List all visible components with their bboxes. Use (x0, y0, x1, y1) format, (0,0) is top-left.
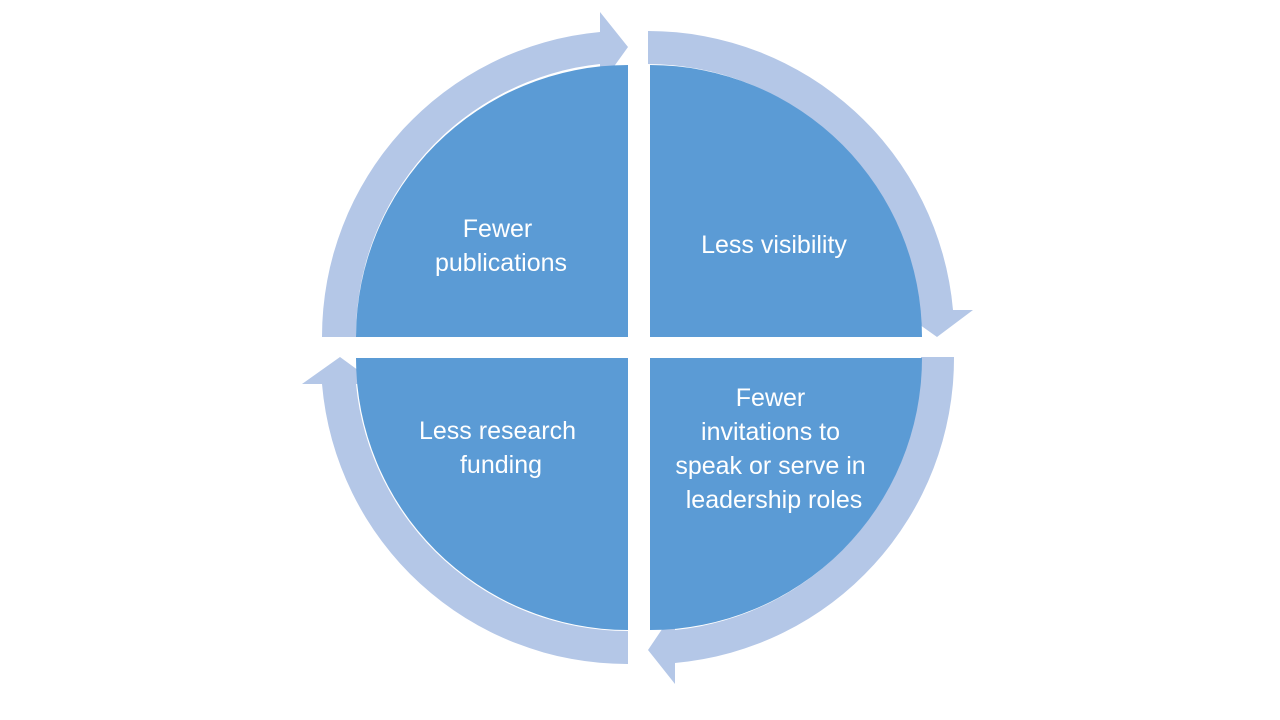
label-bottom-right-line-3: speak or serve in (675, 452, 865, 480)
label-bottom-left-line-2: funding (460, 451, 542, 479)
label-top-left-line-1: Fewer (463, 215, 532, 243)
label-bottom-right-line-4: leadership roles (686, 486, 863, 514)
arrow-bottom-left-icon (302, 357, 628, 665)
label-top-right-line-1: Less visibility (701, 231, 847, 259)
quadrant-labels: Fewer publications Less visibility Fewer… (419, 215, 872, 514)
label-bottom-right-line-1: Fewer (736, 384, 805, 412)
quadrant-top-left (356, 65, 628, 337)
cycle-arrows (302, 12, 973, 684)
label-top-right: Less visibility (701, 231, 847, 259)
label-bottom-right-line-2: invitations to (701, 418, 840, 446)
quadrant-top-right (650, 65, 922, 337)
arrow-bottom-right-icon (648, 357, 955, 684)
label-top-left-line-2: publications (435, 249, 567, 277)
label-bottom-left: Less research funding (419, 417, 583, 479)
quadrant-segments (356, 65, 922, 630)
label-bottom-right: Fewer invitations to speak or serve in l… (675, 384, 872, 514)
arrow-top-right-icon (648, 30, 973, 337)
quadrant-bottom-left (356, 358, 628, 630)
label-bottom-left-line-1: Less research (419, 417, 576, 445)
label-top-left: Fewer publications (435, 215, 567, 277)
quadrant-bottom-right (650, 358, 922, 630)
arrow-top-left-icon (321, 12, 628, 337)
